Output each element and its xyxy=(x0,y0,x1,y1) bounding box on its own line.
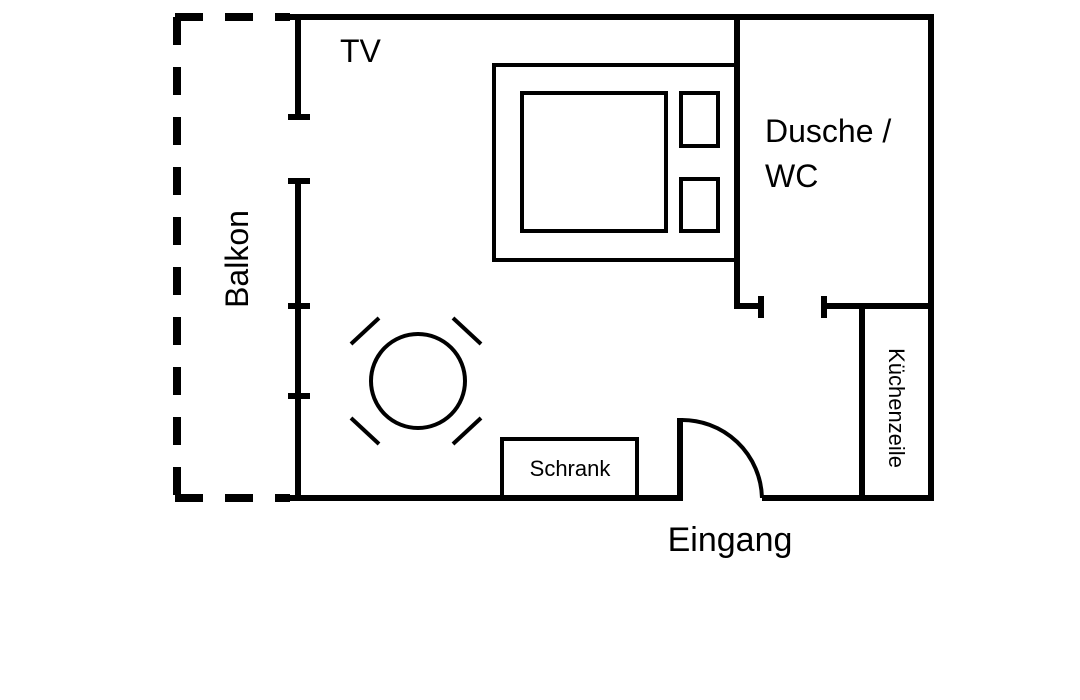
mattress xyxy=(520,91,668,233)
chair xyxy=(349,316,381,346)
entrance-door xyxy=(677,417,764,501)
kitchenette-label: Küchenzeile xyxy=(884,348,909,468)
exterior-walls xyxy=(287,14,934,501)
nightstand-bottom xyxy=(679,177,720,233)
tv-label: TV xyxy=(340,33,382,69)
nightstand-top xyxy=(679,91,720,148)
dining-table xyxy=(349,316,483,446)
bathroom-label-line2: WC xyxy=(765,158,818,194)
balcony-outline xyxy=(173,13,290,502)
chair xyxy=(451,416,483,446)
balcony-label: Balkon xyxy=(219,210,255,308)
chair xyxy=(349,416,381,446)
entrance-label: Eingang xyxy=(668,521,793,559)
bathroom-walls xyxy=(734,17,934,318)
bathroom-label-line1: Dusche / xyxy=(765,113,891,149)
wardrobe xyxy=(500,437,639,500)
bed xyxy=(492,63,737,262)
wardrobe-label: Schrank xyxy=(530,456,612,481)
chair xyxy=(451,316,483,346)
